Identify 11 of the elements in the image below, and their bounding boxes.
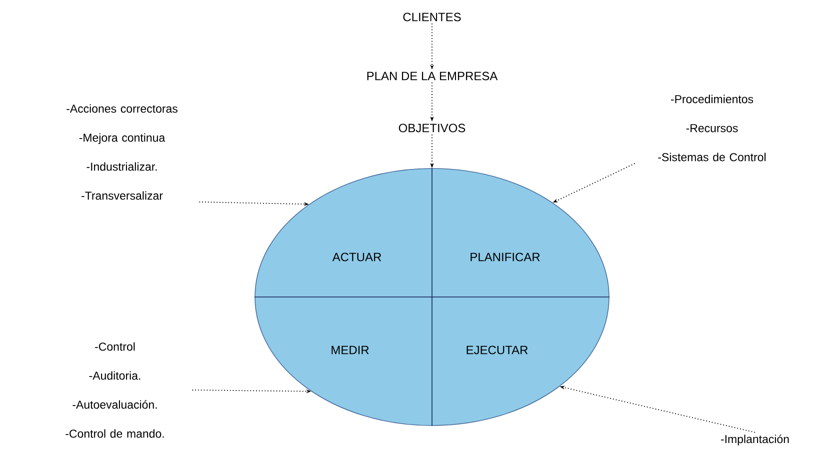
heading-text: PLAN DE LA EMPRESA: [367, 72, 498, 80]
quadrant-label: MEDIR: [332, 346, 369, 354]
bullet-list: -Procedimientos -Recursos -Sistemas de Control: [658, 94, 766, 162]
bullet-list: -Control -Auditoria. -Autoevaluación. -Control de mando.: [66, 342, 164, 438]
bullet-list: -Implantación: [721, 434, 789, 446]
quadrant-label: PLANIFICAR: [470, 252, 540, 262]
quadrant-label: ACTUAR: [332, 252, 382, 262]
heading-text: OBJETIVOS: [398, 124, 466, 132]
quadrant-label: EJECUTAR: [466, 346, 528, 354]
heading-text: CLIENTES: [403, 12, 461, 22]
bullet-list: -Acciones correctoras -Mejora continua -Industrializar. -Transversalizar: [66, 104, 178, 200]
